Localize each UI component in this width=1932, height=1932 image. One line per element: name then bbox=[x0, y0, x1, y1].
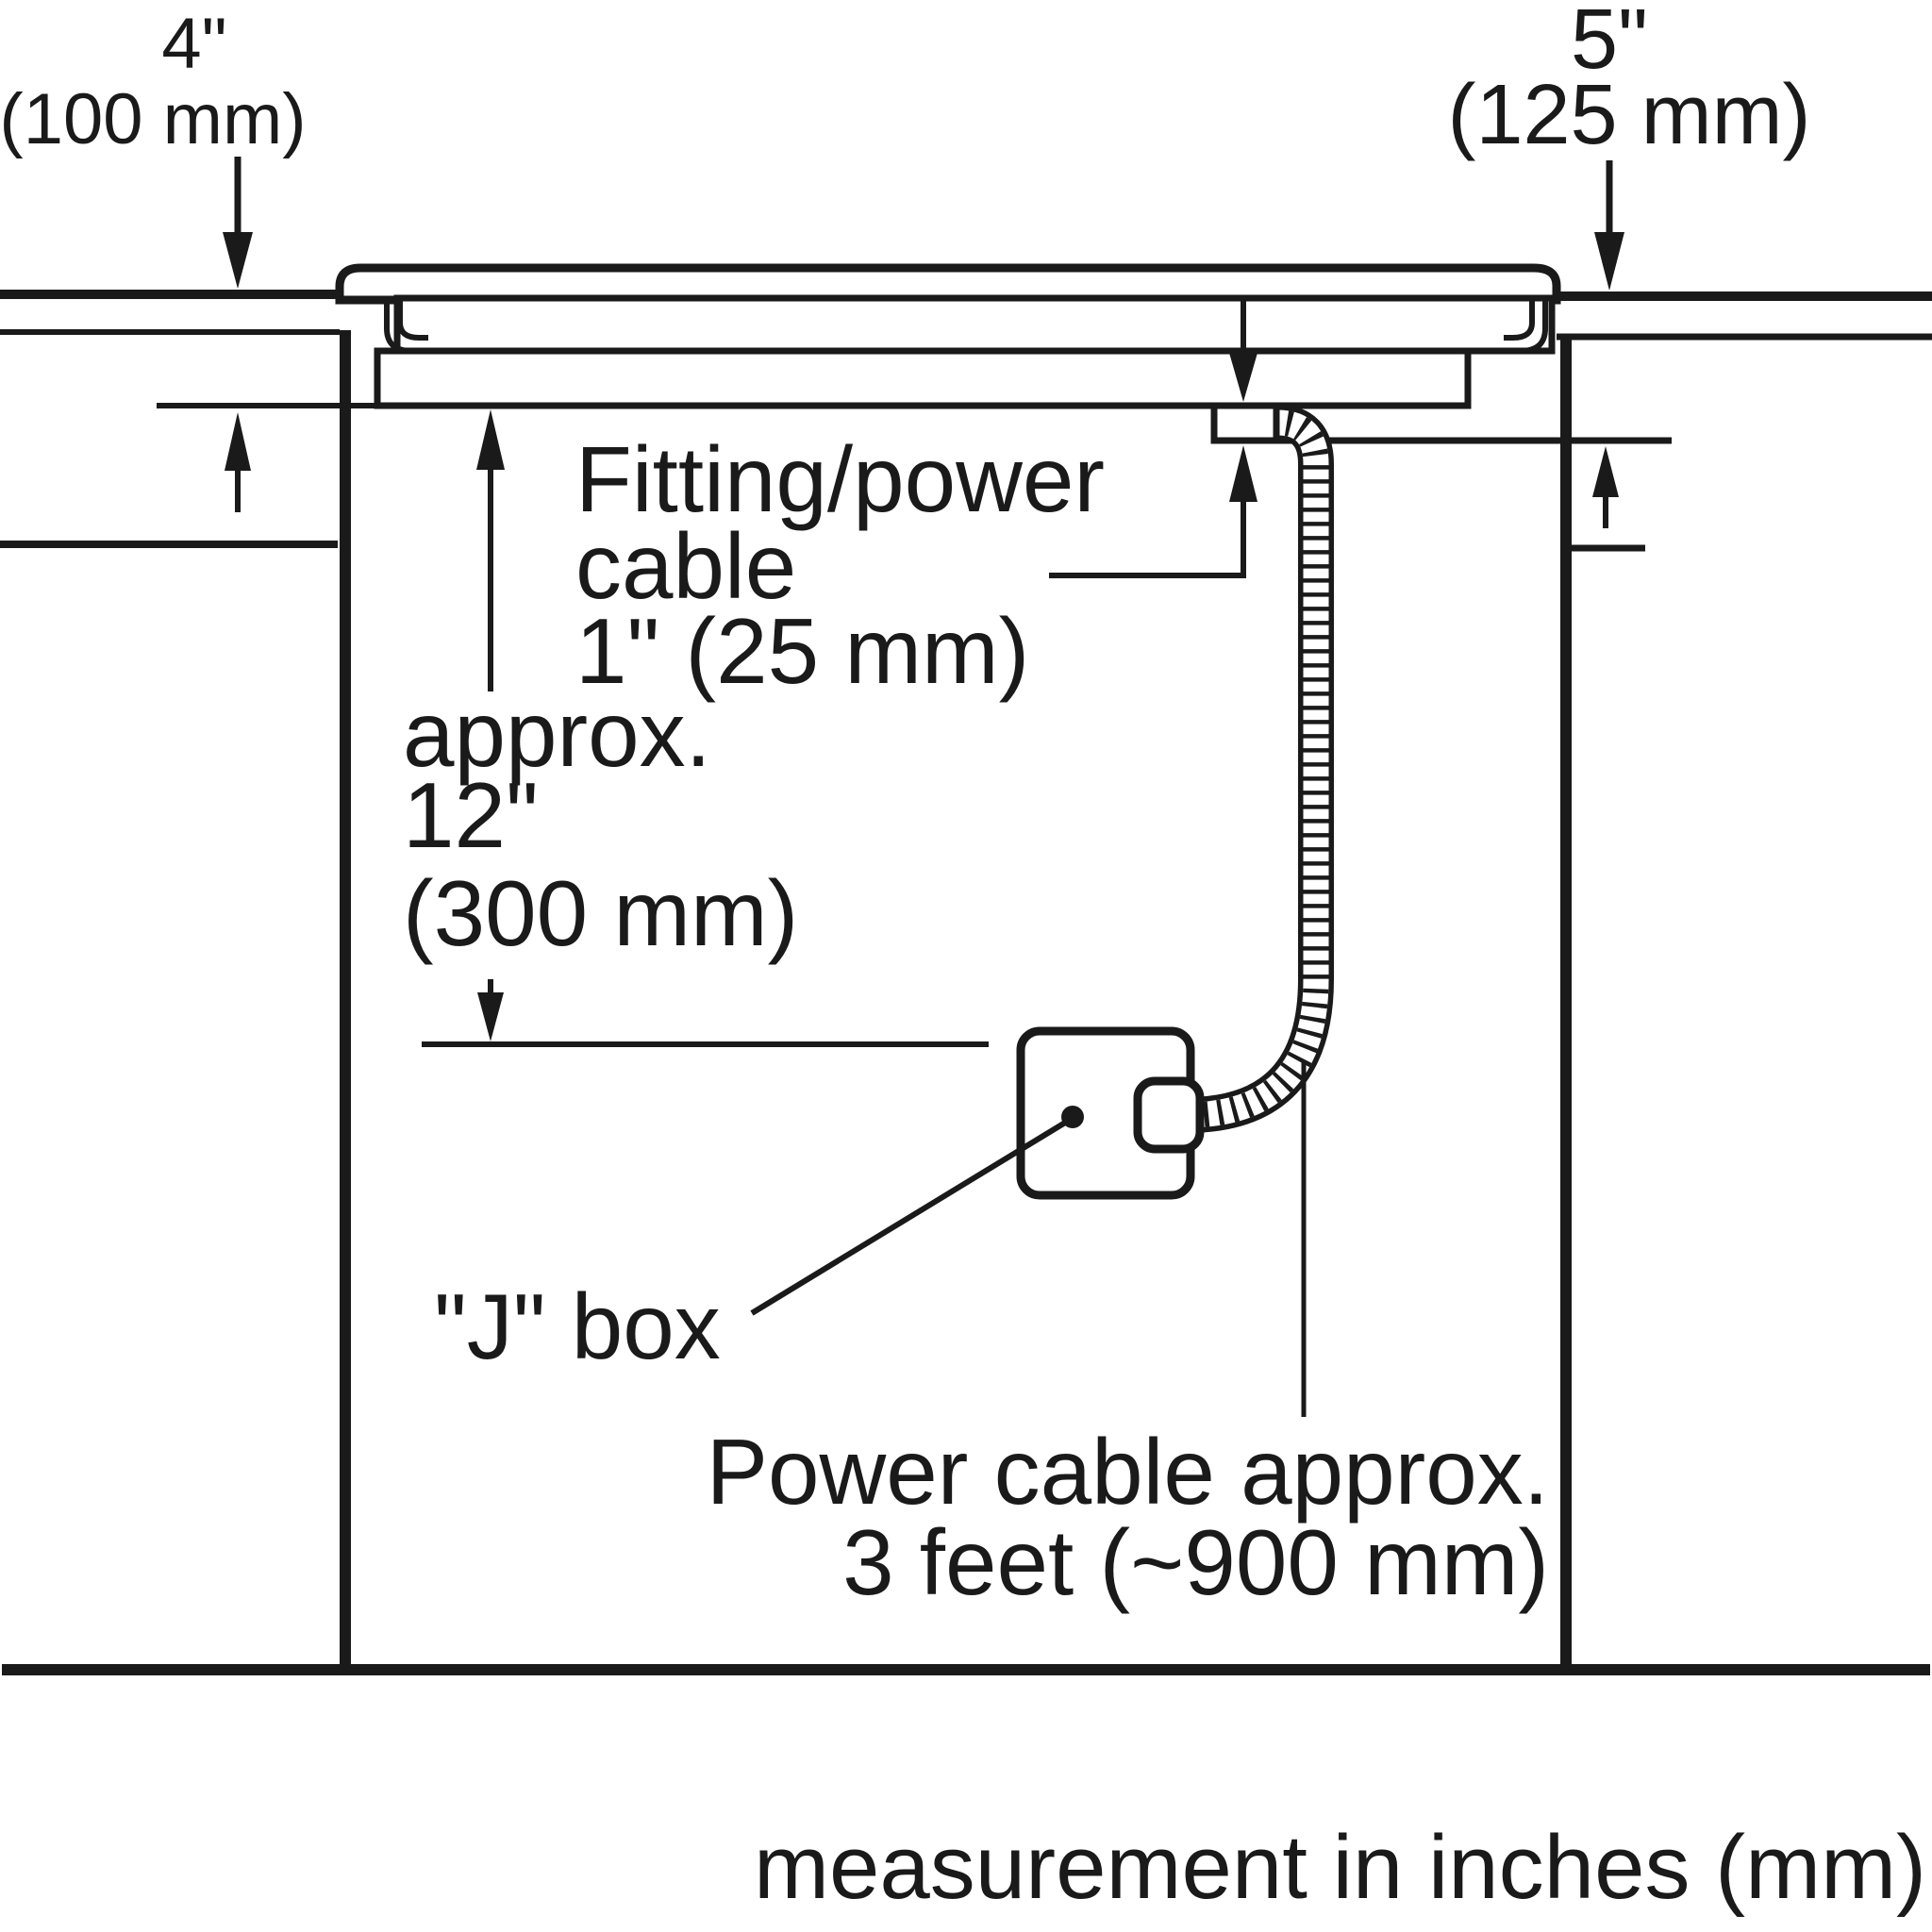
label-power-cable-line1: Power cable approx. bbox=[707, 1420, 1549, 1524]
dim-5in-arrowhead bbox=[1594, 232, 1624, 291]
junction-box bbox=[750, 1026, 1205, 1316]
fitting-up-arrowhead bbox=[1229, 445, 1257, 502]
right-gap-arrowhead bbox=[1592, 446, 1619, 497]
label-5in: 5" bbox=[1571, 0, 1648, 87]
mounting-clips bbox=[384, 300, 1548, 354]
clip-right-outer bbox=[1504, 300, 1548, 354]
label-depth-line3: (300 mm) bbox=[403, 861, 798, 965]
jbox-conduit-connector bbox=[1133, 1076, 1205, 1154]
dimension-marks bbox=[157, 157, 1645, 1047]
label-100mm: (100 mm) bbox=[0, 79, 307, 159]
cooktop-glass-slab bbox=[335, 263, 1561, 305]
label-125mm: (125 mm) bbox=[1447, 68, 1810, 162]
cooktop-pan-upper bbox=[393, 294, 1556, 355]
power-conduit bbox=[1175, 405, 1334, 1133]
fitting-block bbox=[1210, 402, 1280, 444]
clip-left-outer bbox=[384, 300, 428, 354]
jbox-leader-line bbox=[750, 1117, 1072, 1316]
clip-right-inner bbox=[1504, 300, 1535, 341]
label-fitting-line2: cable bbox=[575, 514, 796, 618]
label-jbox: "J" box bbox=[434, 1274, 721, 1378]
cooktop-body-lower bbox=[374, 347, 1472, 409]
left-lower-reference-line bbox=[0, 541, 338, 548]
label-power-cable-line2: 3 feet (~900 mm) bbox=[842, 1510, 1549, 1614]
cabinet-wall-left bbox=[340, 330, 351, 1674]
cooktop-assembly bbox=[0, 263, 1932, 409]
fitting-down-arrowhead bbox=[1229, 353, 1257, 402]
conduit-corrugation bbox=[1175, 409, 1329, 1128]
dim-4in-arrowhead bbox=[223, 232, 253, 289]
label-4in: 4" bbox=[161, 4, 226, 84]
cabinet-wall-right bbox=[1560, 335, 1572, 1674]
label-depth-line2: 12" bbox=[403, 763, 539, 867]
cabinet bbox=[0, 330, 1930, 1675]
label-depth-line1: approx. bbox=[403, 682, 711, 786]
dim-12in-bottom-arrowhead bbox=[477, 992, 504, 1041]
fitting-label-leader bbox=[1049, 500, 1246, 578]
left-gap-arrowhead bbox=[225, 412, 251, 471]
caption-units: measurement in inches (mm) bbox=[754, 1817, 1926, 1918]
label-fitting-line3: 1" (25 mm) bbox=[575, 599, 1029, 703]
label-fitting-line1: Fitting/power bbox=[575, 427, 1105, 531]
clip-left-inner bbox=[397, 300, 428, 341]
dim-12in-top-arrowhead bbox=[476, 409, 505, 470]
cabinet-bottom-line bbox=[2, 1664, 1930, 1675]
